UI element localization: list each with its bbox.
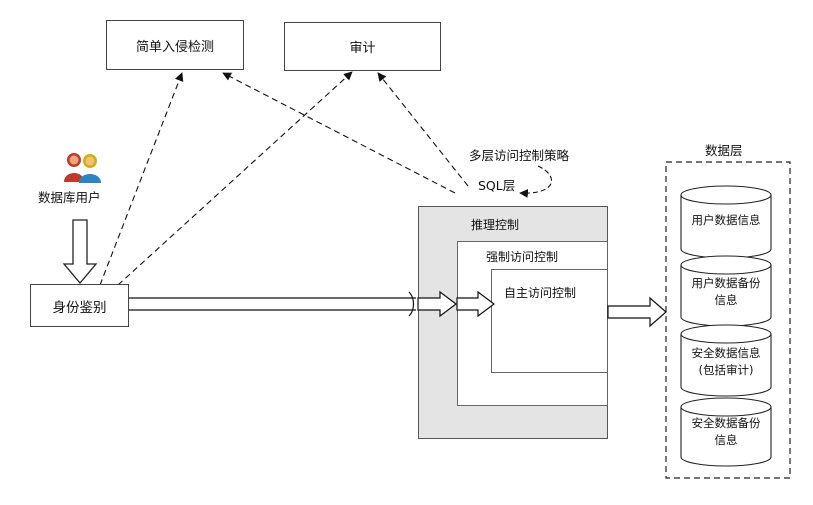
identity-auth-label: 身份鉴别 [52,299,107,316]
hollow-arrow-to-data-layer [607,296,667,328]
hollow-arrow-user-to-auth [62,219,98,285]
intrusion-detection-label: 简单入侵检测 [135,39,214,55]
inference-control-label: 推理控制 [471,218,520,232]
discretionary-access-layer: 自主访问控制 [491,269,608,373]
db-text-security-backup: 安全数据备份 信息 [681,415,771,450]
db-cylinder-user-backup [680,255,772,327]
dashed-arrow-policy-to-sql [519,165,552,198]
db-cylinder-user-data [680,185,772,259]
dashed-arrow-auth-to-intrusion [99,72,184,286]
data-layer-container [665,161,791,479]
audit-label: 审计 [349,41,376,56]
db-text-line1: 安全数据备份 [691,416,761,430]
db-text-line1: 用户数据信息 [691,213,761,227]
db-text-security-data: 安全数据信息 (包括审计) [681,345,771,380]
mandatory-access-label: 强制访问控制 [486,250,559,264]
db-text-line1: 安全数据信息 [691,346,761,360]
db-user-label: 数据库用户 [38,190,101,205]
discretionary-access-label: 自主访问控制 [504,286,577,300]
dashed-arrow-auth-to-audit [117,71,353,286]
db-text-line2: (包括审计) [698,363,754,378]
db-text-line2: 信息 [714,293,738,308]
data-layer-title: 数据层 [705,143,743,158]
dashed-arrow-sql-to-intrusion [222,72,456,194]
audit-box: 审计 [284,22,441,71]
sql-layer-label: SQL层 [478,178,516,193]
db-text-line1: 用户数据备份 [691,276,761,290]
people-icon [64,153,101,183]
db-text-user-backup: 用户数据备份 信息 [681,275,771,310]
hollow-arrow-layer1 [417,290,457,318]
identity-auth-box: 身份鉴别 [30,284,129,327]
db-cylinder-security-backup [680,397,772,467]
db-cylinder-security-data [680,324,772,397]
flow-line-auth-to-control [129,291,416,317]
policy-label: 多层访问控制策略 [469,148,570,163]
dashed-arrow-sql-to-audit [377,72,469,187]
db-text-line2: 信息 [714,433,738,448]
hollow-arrow-layer2 [456,290,495,318]
intrusion-detection-box: 简单入侵检测 [106,20,244,70]
db-text-user-data: 用户数据信息 [681,212,771,229]
